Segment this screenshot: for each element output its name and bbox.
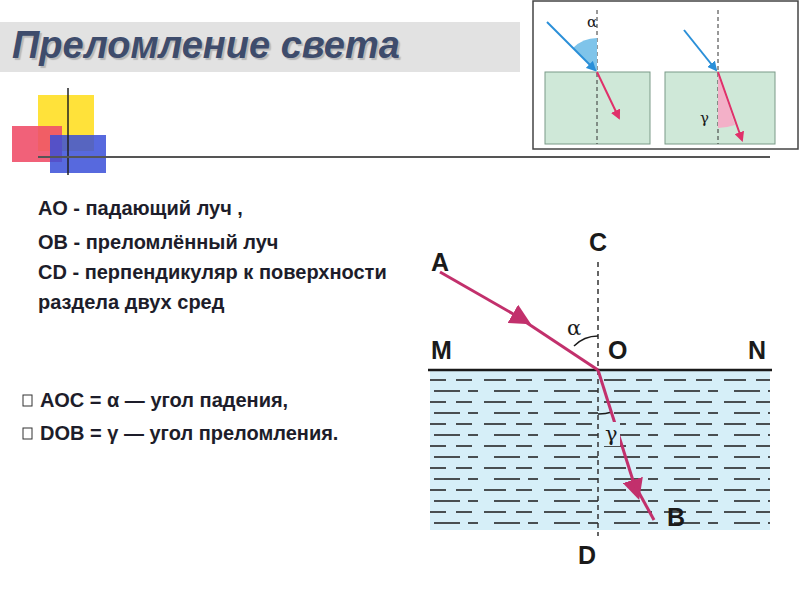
angle-label: α xyxy=(587,14,597,30)
angle-definition: АОС = α — угол падения, xyxy=(40,385,288,415)
point-label: M xyxy=(431,336,452,364)
point-label: A xyxy=(431,248,449,276)
definition-text: ОВ - преломлённый луч xyxy=(38,227,278,257)
definition-text: АО - падающий луч , xyxy=(38,193,243,223)
inset-illustration xyxy=(533,1,798,149)
point-label: D xyxy=(578,541,596,569)
definition-text: CD - перпендикуляр к поверхности раздела… xyxy=(38,257,468,317)
angle-definition: DOB = γ — угол преломления. xyxy=(40,418,338,448)
title-band xyxy=(0,22,520,72)
bullet-mark xyxy=(23,395,32,406)
refraction-diagram xyxy=(428,262,772,536)
point-label: N xyxy=(748,336,766,364)
point-label: B xyxy=(667,503,685,531)
bullet-mark xyxy=(23,428,32,439)
angle-label: α xyxy=(567,316,581,340)
angle-label: γ xyxy=(603,422,620,446)
angle-label: γ xyxy=(700,110,709,126)
slide-title: Преломление света xyxy=(12,24,400,67)
point-label: O xyxy=(608,336,627,364)
point-label: C xyxy=(589,228,607,256)
